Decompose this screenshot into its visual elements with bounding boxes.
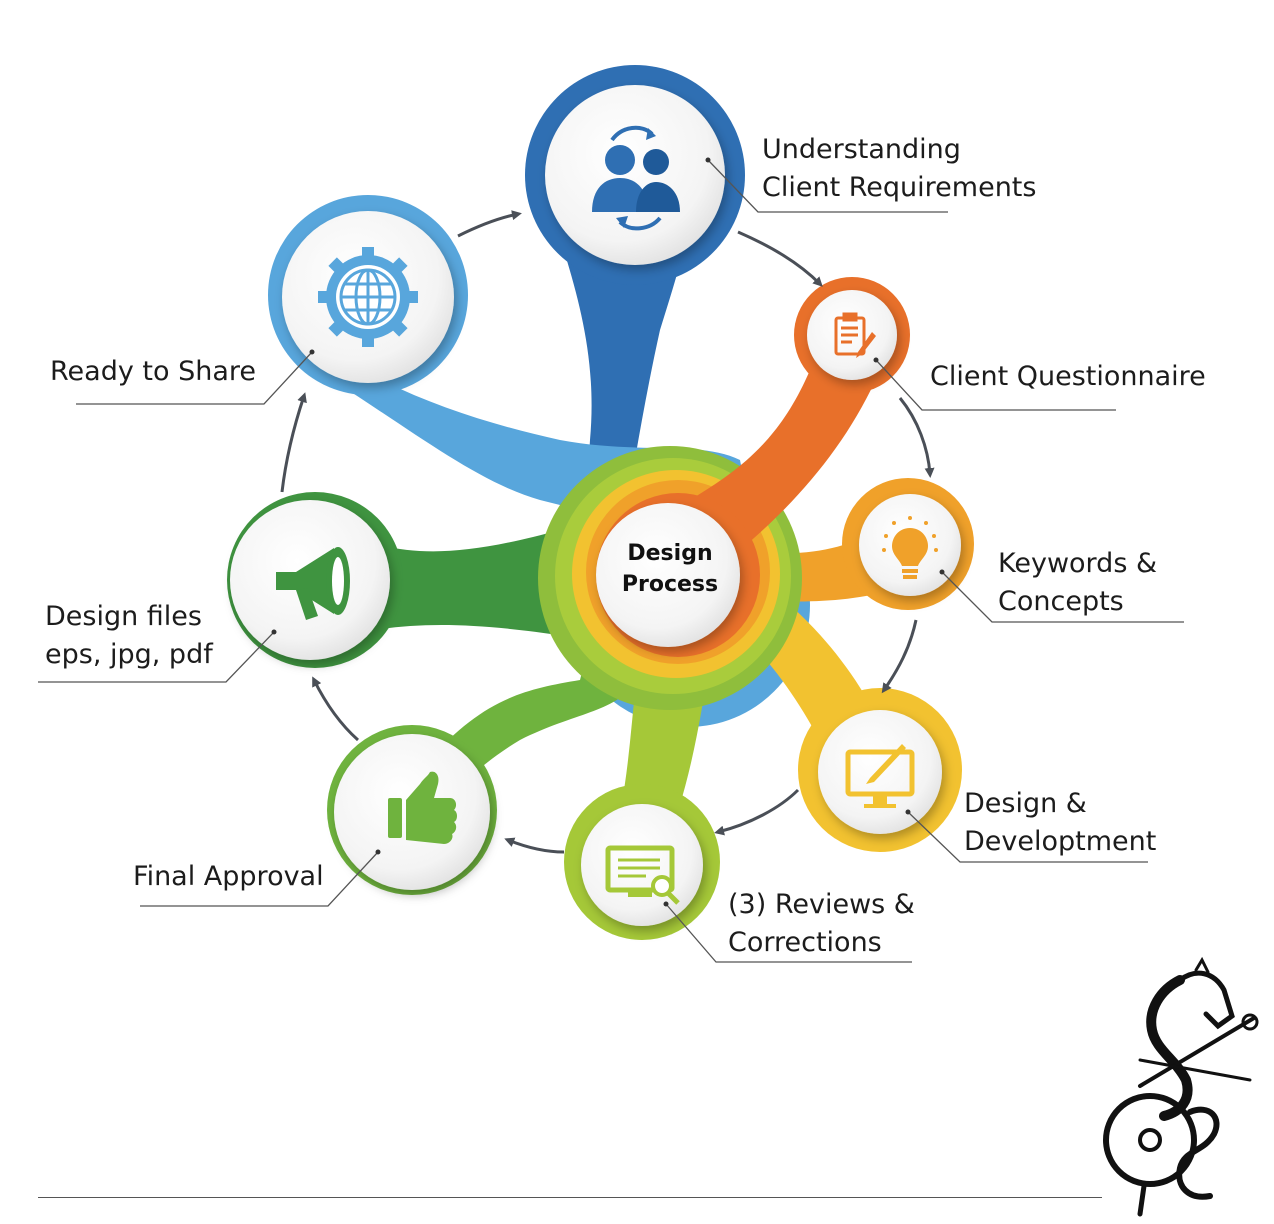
monitor-brush-icon xyxy=(845,744,915,808)
label-design-development: Design & Developtment xyxy=(964,785,1156,861)
label-final-approval: Final Approval xyxy=(133,858,324,896)
footer-divider xyxy=(38,1197,1102,1198)
arrow-understanding-to-questionnaire xyxy=(737,230,823,287)
node-reviews[interactable] xyxy=(581,804,703,926)
users-sync-icon xyxy=(592,125,680,231)
label-line: Client Requirements xyxy=(762,172,1037,203)
center-title-line2: Process xyxy=(621,572,719,597)
label-line: Final Approval xyxy=(133,861,324,892)
label-ready-to-share: Ready to Share xyxy=(50,353,256,391)
label-line: Client Questionnaire xyxy=(930,361,1206,392)
label-reviews: (3) Reviews & Corrections xyxy=(728,886,915,962)
megaphone-icon xyxy=(276,547,350,620)
lightbulb-icon xyxy=(882,516,938,579)
label-keywords: Keywords & Concepts xyxy=(998,545,1157,621)
label-line: Understanding xyxy=(762,134,961,165)
cycle-arrows xyxy=(280,210,935,854)
label-line: Design & xyxy=(964,788,1087,819)
label-line: Ready to Share xyxy=(50,356,257,387)
leader-lines xyxy=(38,157,1184,963)
thumbs-up-icon xyxy=(388,771,457,844)
label-understanding: Understanding Client Requirements xyxy=(762,131,1036,207)
label-line: eps, jpg, pdf xyxy=(45,639,213,670)
label-line: Corrections xyxy=(728,927,882,958)
arrow-reviews-to-approval xyxy=(504,837,565,854)
label-line: Concepts xyxy=(998,586,1124,617)
arrow-questionnaire-to-keywords xyxy=(898,397,935,478)
center-title-line1: Design xyxy=(627,541,713,566)
arrow-ready-to-understanding xyxy=(457,210,522,238)
label-design-files: Design files eps, jpg, pdf xyxy=(45,598,213,674)
arrow-keywords-to-design xyxy=(881,619,918,694)
arrow-files-to-ready xyxy=(280,392,307,493)
clipboard-pencil-icon xyxy=(834,312,876,358)
center-title: Design Process xyxy=(595,538,745,600)
document-search-icon xyxy=(605,845,680,905)
center-disc xyxy=(596,503,740,647)
label-line: Design files xyxy=(45,601,202,632)
label-line: Developtment xyxy=(964,826,1157,857)
label-line: (3) Reviews & xyxy=(728,889,915,920)
globe-gear-icon xyxy=(318,247,418,347)
arrow-design-to-reviews xyxy=(714,788,800,836)
label-questionnaire: Client Questionnaire xyxy=(930,358,1206,396)
label-line: Keywords & xyxy=(998,548,1158,579)
node-understanding[interactable] xyxy=(545,85,725,265)
horse-violin-logo xyxy=(1103,956,1259,1217)
arrow-approval-to-files xyxy=(312,676,359,742)
